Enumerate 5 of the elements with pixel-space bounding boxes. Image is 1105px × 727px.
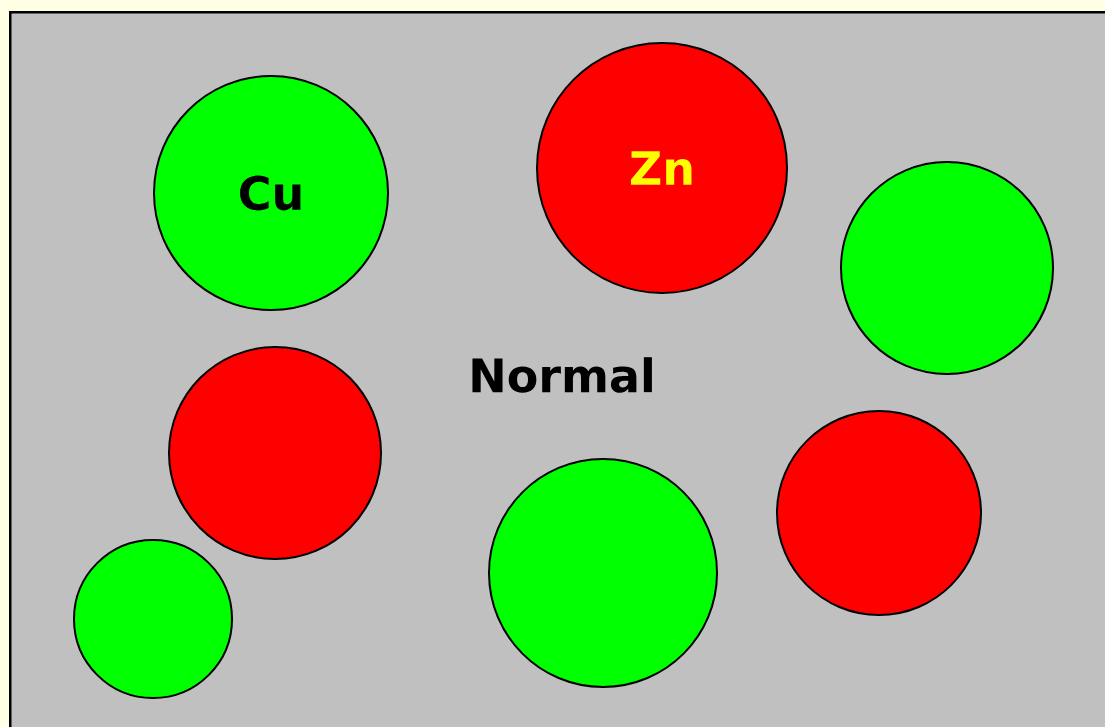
circle (840, 161, 1054, 375)
circle (168, 346, 382, 560)
circle (488, 458, 718, 688)
circle (776, 410, 982, 616)
circle (73, 539, 233, 699)
